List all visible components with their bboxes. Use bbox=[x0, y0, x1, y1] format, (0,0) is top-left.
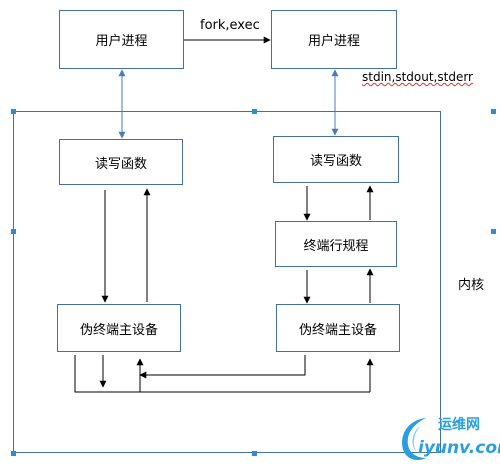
watermark-domain: iyunv.com bbox=[418, 438, 500, 458]
pty-master-left-box[interactable]: 伪终端主设备 bbox=[57, 304, 181, 352]
user-process-right-box[interactable]: 用户进程 bbox=[271, 10, 397, 69]
user-process-right-label: 用户进程 bbox=[307, 34, 360, 49]
selection-handle[interactable] bbox=[252, 451, 257, 456]
line-discipline-box[interactable]: 终端行规程 bbox=[275, 221, 397, 267]
line-discipline-label: 终端行规程 bbox=[303, 238, 369, 254]
rw-function-right-box[interactable]: 读写函数 bbox=[273, 136, 399, 183]
rw-function-right-label: 读写函数 bbox=[309, 154, 362, 169]
pty-master-left-label: 伪终端主设备 bbox=[79, 322, 158, 338]
rw-function-left-label: 读写函数 bbox=[94, 156, 147, 172]
kernel-boundary[interactable] bbox=[13, 111, 441, 453]
watermark-swoosh-icon bbox=[402, 418, 426, 460]
selection-handle[interactable] bbox=[252, 109, 257, 114]
fork-exec-label: fork,exec bbox=[200, 18, 260, 33]
left-to-right-path bbox=[74, 355, 370, 393]
selection-handle[interactable] bbox=[11, 229, 16, 234]
user-process-left-label: 用户进程 bbox=[95, 34, 148, 49]
user-process-left-box[interactable]: 用户进程 bbox=[59, 10, 184, 69]
rw-function-left-box[interactable]: 读写函数 bbox=[59, 139, 183, 185]
pty-master-right-box[interactable]: 伪终端主设备 bbox=[276, 304, 400, 352]
watermark-logo: 运维网 iyunv.com bbox=[396, 408, 500, 466]
watermark-name: 运维网 bbox=[438, 417, 480, 433]
selection-handle[interactable] bbox=[11, 109, 16, 114]
selection-handle[interactable] bbox=[491, 109, 496, 114]
stdio-label: stdin,stdout,stderr bbox=[362, 70, 473, 84]
pty-master-right-label: 伪终端主设备 bbox=[298, 322, 377, 338]
right-to-left-path bbox=[139, 355, 306, 379]
selection-handle[interactable] bbox=[11, 451, 16, 456]
selection-handle[interactable] bbox=[491, 229, 496, 234]
kernel-label: 内核 bbox=[458, 278, 485, 293]
